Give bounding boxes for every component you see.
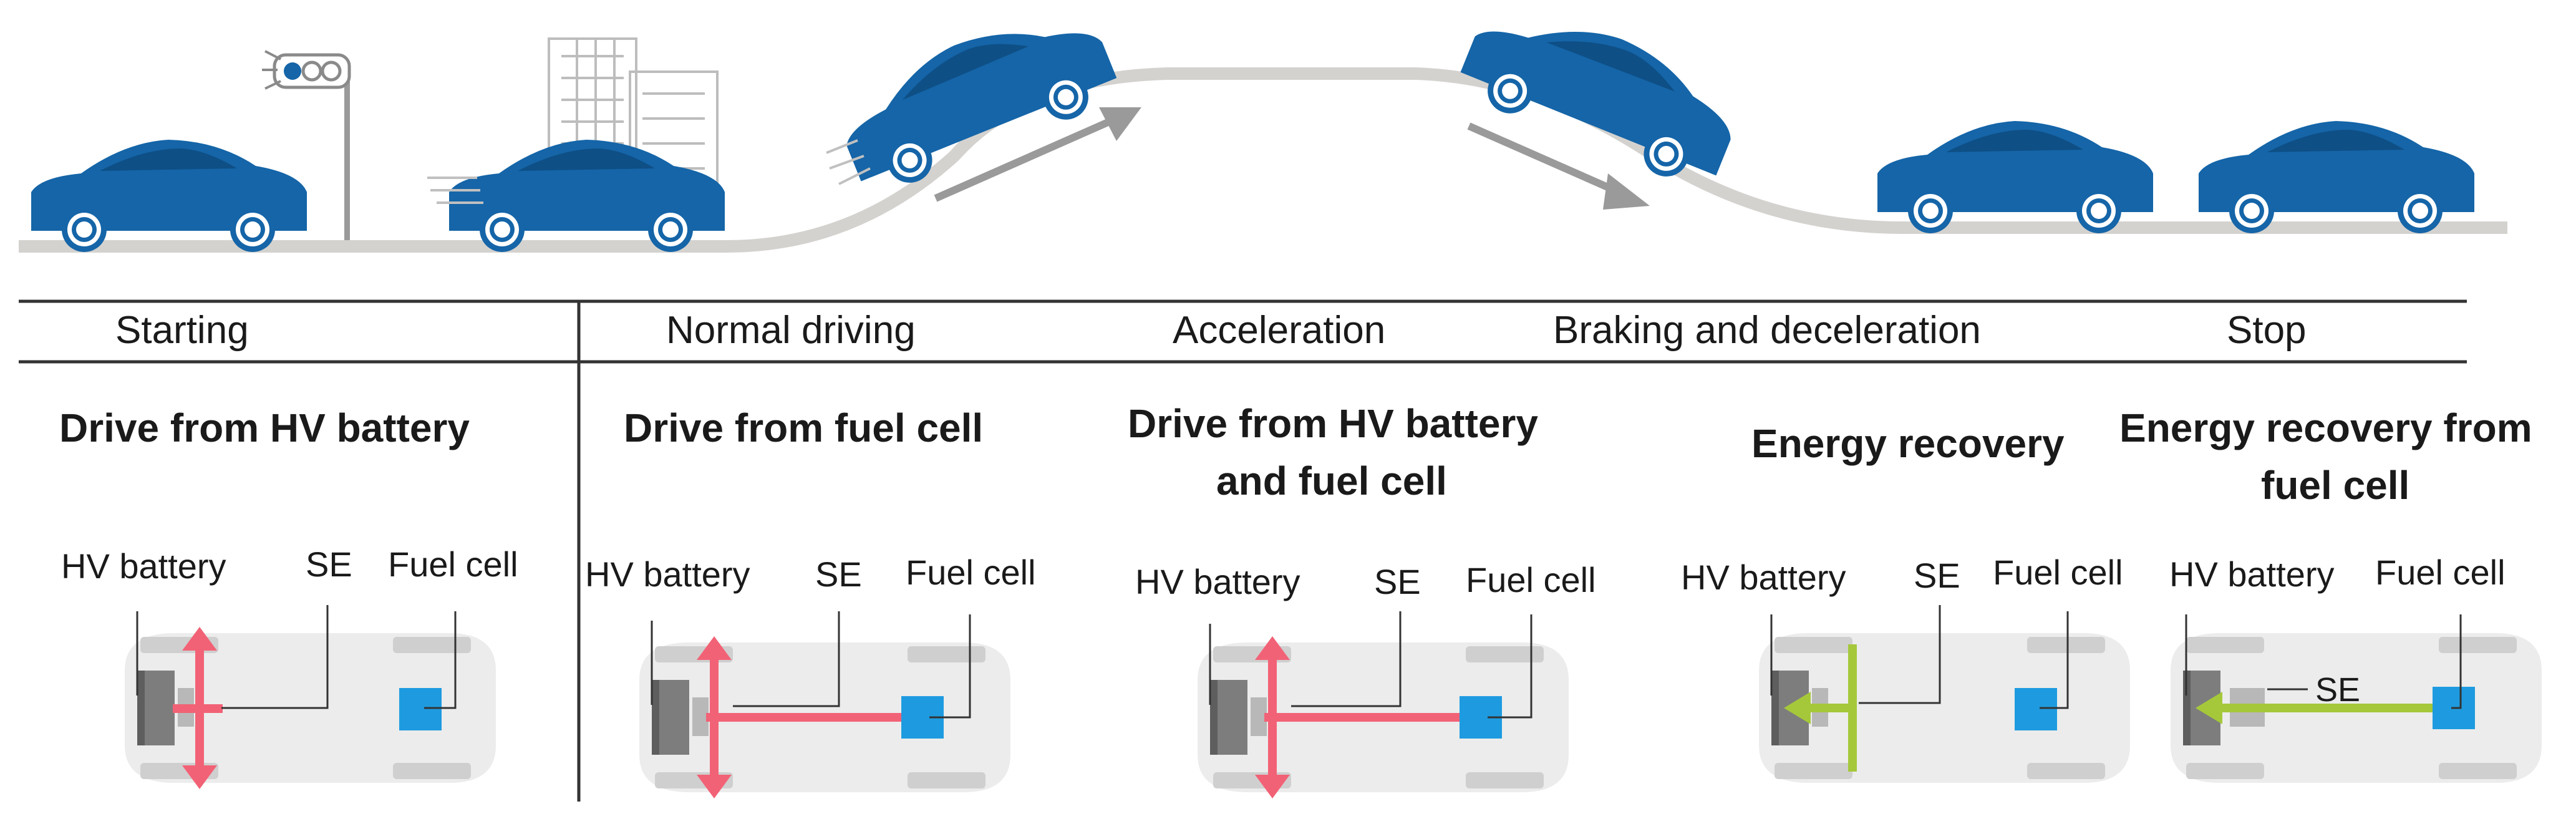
downhill-arrow-icon [1467, 122, 1650, 210]
label-fuel-cell: Fuel cell [1466, 560, 1596, 599]
mode-title-starting: Drive from HV battery [59, 405, 470, 450]
phase-table-rules [19, 299, 2467, 802]
mode-title-stop-line1: Energy recovery from [2119, 405, 2532, 450]
road [19, 67, 2507, 253]
mode-starting-powerflow [125, 605, 496, 789]
traffic-light-icon [262, 50, 351, 240]
label-fuel-cell: Fuel cell [2375, 553, 2506, 592]
car-starting-icon [31, 140, 307, 252]
phase-braking-label: Braking and deceleration [1553, 309, 1981, 352]
car-acceleration-icon [826, 0, 1125, 201]
label-hv-battery: HV battery [61, 546, 226, 586]
label-se: SE [1374, 562, 1421, 601]
mode-title-braking: Energy recovery [1751, 421, 2065, 466]
car-stop-icon [2199, 121, 2474, 233]
label-fuel-cell: Fuel cell [906, 553, 1036, 592]
mode-title-acceleration-line2: and fuel cell [1216, 458, 1447, 503]
label-se: SE [306, 545, 352, 584]
car-normal-icon [449, 140, 725, 252]
label-hv-battery: HV battery [585, 555, 750, 594]
label-se: SE [2315, 671, 2361, 709]
label-se: SE [1914, 556, 1960, 595]
speed-lines [427, 177, 483, 204]
phase-starting-label: Starting [115, 309, 249, 352]
mode-title-normal: Drive from fuel cell [624, 405, 984, 450]
mode-normal-powerflow [639, 611, 1010, 798]
phase-acceleration-label: Acceleration [1173, 309, 1386, 352]
label-fuel-cell: Fuel cell [1993, 553, 2123, 592]
phase-normal-driving-label: Normal driving [666, 309, 916, 352]
car-braking-icon [1452, 0, 1751, 195]
car-low-speed-icon [1877, 121, 2153, 233]
label-hv-battery: HV battery [1135, 562, 1300, 601]
label-se: SE [815, 555, 862, 594]
mode-stop-powerflow [2171, 614, 2542, 783]
uphill-arrow-icon [934, 107, 1141, 202]
label-hv-battery: HV battery [2169, 555, 2335, 594]
label-hv-battery: HV battery [1681, 558, 1846, 597]
label-fuel-cell: Fuel cell [388, 545, 518, 584]
mode-acceleration-powerflow [1198, 611, 1569, 798]
mode-title-acceleration-line1: Drive from HV battery [1128, 401, 1538, 446]
phase-stop-label: Stop [2227, 309, 2307, 352]
mode-braking-powerflow [1759, 605, 2130, 783]
speed-lines [826, 139, 871, 185]
mode-title-stop-line2: fuel cell [2261, 463, 2410, 508]
